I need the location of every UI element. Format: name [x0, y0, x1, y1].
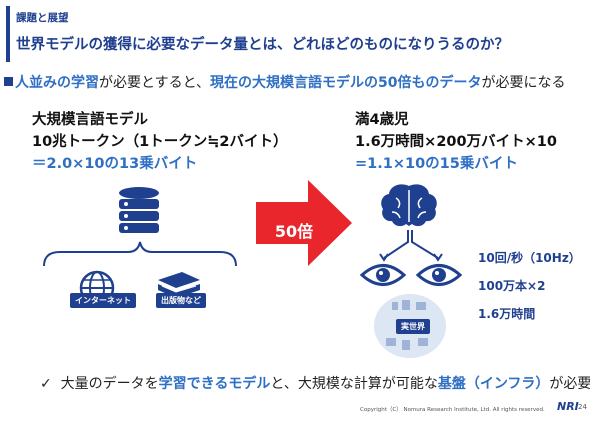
internet-tag: インターネット	[70, 293, 136, 308]
lead-highlight-1: 人並みの学習	[15, 75, 99, 91]
llm-block: 大規模言語モデル 10兆トークン（1トークン≒2バイト） ＝2.0×10の13乗…	[32, 109, 288, 175]
child-block: 満4歳児 1.6万時間×200万バイト×10 =1.1×10の15乗バイト	[355, 109, 557, 175]
llm-bytes: ＝2.0×10の13乗バイト	[32, 156, 198, 172]
footer-text-1: 大量のデータを	[60, 376, 159, 392]
page-title: 世界モデルの獲得に必要なデータ量とは、どれほどのものになりうるのか？	[16, 37, 509, 53]
stat-nerves: 100万本×2	[478, 279, 546, 293]
connector-lines	[379, 230, 443, 262]
page-number: 24	[578, 403, 587, 411]
brace-icon	[43, 241, 237, 267]
lead-text-4: が必要になる	[481, 75, 566, 91]
footer-highlight-2: 基盤（インフラ）	[437, 376, 550, 392]
llm-tokens: 10兆トークン（1トークン≒2バイト）	[32, 134, 288, 150]
stat-hours: 1.6万時間	[478, 307, 536, 321]
lead-statement: 人並みの学習が必要とすると、現在の大規模言語モデルの50倍ものデータが必要になる	[4, 72, 566, 92]
section-label: 課題と展望	[16, 12, 69, 24]
database-icon	[119, 187, 159, 233]
footer-text-3: と、大規模な計算が可能な	[270, 376, 438, 392]
check-icon: ✓	[40, 376, 52, 392]
stat-frequency: 10回/秒（10Hz）	[478, 251, 581, 265]
llm-title: 大規模言語モデル	[32, 112, 148, 128]
lead-highlight-2: 現在の大規模言語モデルの50倍ものデータ	[210, 75, 482, 91]
child-bytes: =1.1×10の15乗バイト	[355, 156, 518, 172]
left-eye-icon	[360, 264, 406, 286]
multiplier-label: 50倍	[274, 222, 314, 241]
nri-logo: NRI	[557, 400, 579, 413]
publications-tag: 出版物など	[156, 293, 206, 308]
right-arrow-icon	[256, 180, 352, 266]
conclusion-statement: ✓ 大量のデータを学習できるモデルと、大規模な計算が可能な基盤（インフラ）が必要	[40, 373, 590, 393]
bullet-square-icon	[4, 77, 13, 86]
footer-text-5: が必要	[549, 376, 590, 392]
child-title: 満4歳児	[355, 112, 409, 128]
copyright-text: Copyright（C） Nomura Research Institute, …	[360, 407, 545, 413]
footer-highlight-1: 学習できるモデル	[158, 376, 271, 392]
lead-text-2: が必要とすると、	[99, 75, 211, 91]
right-eye-icon	[416, 264, 462, 286]
header-accent-bar	[6, 6, 10, 62]
child-formula: 1.6万時間×200万バイト×10	[355, 134, 557, 150]
real-world-tag: 実世界	[396, 319, 430, 334]
brain-icon	[381, 184, 437, 227]
